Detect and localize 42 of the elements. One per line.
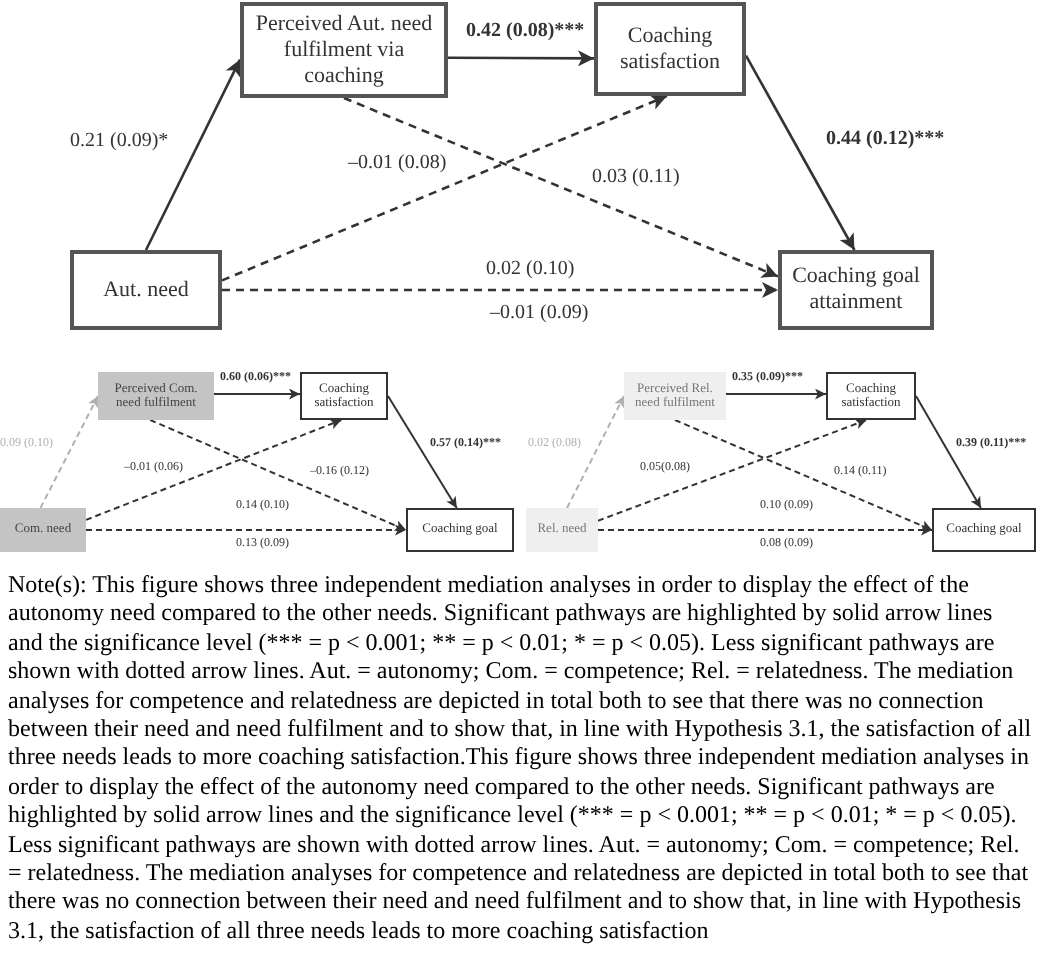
dashed-arrow <box>674 419 933 531</box>
dashed-arrow <box>85 418 343 521</box>
arrow <box>725 388 827 400</box>
variable-box <box>0 508 86 552</box>
dashed-arrow <box>85 524 407 536</box>
arrow <box>915 395 982 509</box>
dashed-arrow <box>597 418 868 522</box>
dashed-arrow <box>39 395 99 509</box>
dashed-arrow <box>343 96 779 278</box>
variable-box <box>594 2 746 96</box>
edge-label: 0.42 (0.08)*** <box>466 20 585 44</box>
edge-label: 0.21 (0.09)* <box>70 130 169 154</box>
box-label: Perceived Aut. need fulfilment via coaching <box>253 11 435 89</box>
variable-box <box>526 508 598 552</box>
arrow <box>144 59 242 251</box>
arrow <box>744 54 856 251</box>
variable-box <box>826 372 916 420</box>
coefficient-label: –0.01 (0.09) <box>490 302 589 326</box>
arrow <box>448 50 594 67</box>
variable-box <box>300 372 388 420</box>
edge-label: 0.03 (0.11) <box>592 166 680 190</box>
dashed-arrow <box>597 524 933 536</box>
variable-box <box>406 508 514 552</box>
dashed-arrow <box>222 282 778 298</box>
variable-box <box>624 372 726 420</box>
box-label: Coaching goal attainment <box>790 264 922 316</box>
arrow <box>213 388 301 400</box>
variable-box <box>240 2 448 98</box>
box-label: Coaching satisfaction <box>617 23 723 75</box>
box-label: Aut. need <box>103 277 189 303</box>
edge-label: –0.01 (0.08) <box>348 152 447 176</box>
variable-box <box>778 250 934 330</box>
edge-label: 0.02 (0.10) <box>486 258 575 282</box>
edge-label: 0.44 (0.12)*** <box>826 128 945 152</box>
dashed-arrow <box>566 395 625 509</box>
dashed-arrow <box>221 94 668 282</box>
dashed-arrow <box>149 419 407 531</box>
note-text: Note(s): This figure shows three independent mediation analyses in order to display the effect of the autonomy need compared to the other needs. Significant pathways are highlighted by solid arrow lines and the significance level (*** = p < 0.001; ** = p < 0.01; * = p < 0.05). Less significant pathways are shown with dotted arrow lines. Aut. = autonomy; Com. = competence; Rel. = relatedness. The mediation analyses for competence and relatedness are depicted in total both to see that there was no connection between their need and need fulfilment and to show that, in line with Hypothesis 3.1, the satisfaction of all three needs leads to more coaching satisfaction.This figure shows three independent mediation analyses in order to display the effect of the autonomy need compared to the other needs. Significant pathways are highlighted by solid arrow lines and the significance level (*** = p < 0.001; ** = p < 0.01; * = p < 0.05). Less significant pathways are shown with dotted arrow lines. Aut. = autonomy; Com. = competence; Rel. = relatedness. The mediation analyses for competence and relatedness are depicted in total both to see that there was no connection between their need and need fulfilment and to show that, in line with Hypothesis 3.1, the satisfaction of all three needs leads to more coaching satisfaction <box>6 570 1034 945</box>
arrow <box>387 395 458 509</box>
variable-box <box>932 508 1036 552</box>
variable-box <box>70 250 222 330</box>
variable-box <box>98 372 214 420</box>
